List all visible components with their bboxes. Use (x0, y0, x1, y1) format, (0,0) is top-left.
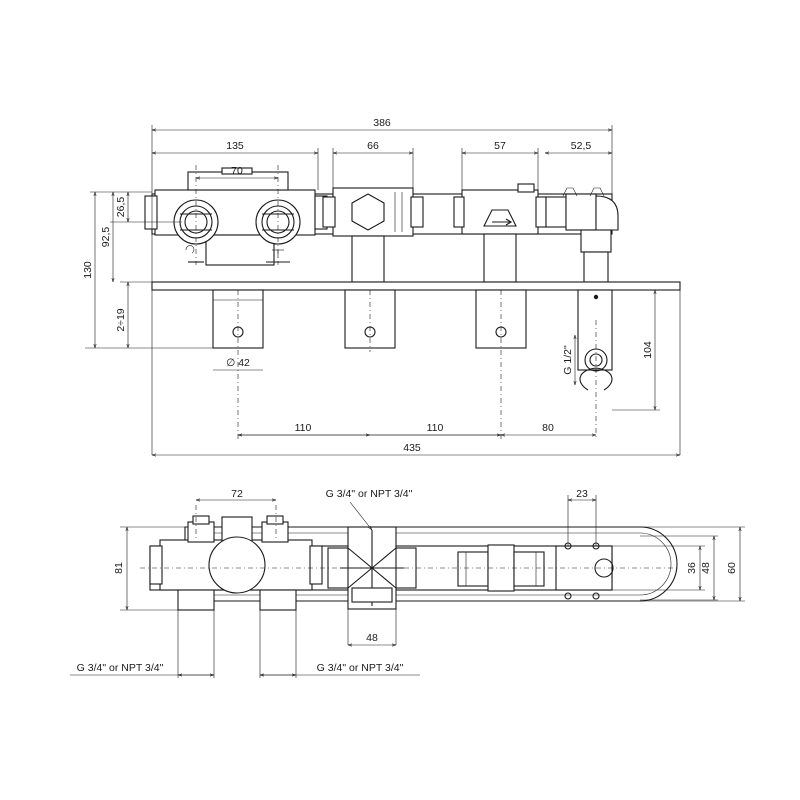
top-view: 72 G 3/4" or NPT 3/4" 23 81 36 48 60 48 … (70, 488, 745, 678)
dim-left-body: 135 (226, 140, 244, 152)
dim-height-36: 36 (686, 562, 698, 574)
dim-spacing-2: 110 (427, 422, 444, 434)
dim-height-130: 130 (82, 261, 94, 279)
mixer-body-left (144, 167, 328, 266)
dim-cross-width: 48 (366, 632, 378, 644)
dim-connection-label: G 1/2" (562, 345, 574, 375)
valve-body (453, 183, 547, 283)
dim-knob-diameter: ∅ 42 (226, 357, 250, 369)
dim-height-60: 60 (726, 562, 738, 574)
dim-spacing-3: 80 (542, 422, 554, 434)
dim-valve-body: 57 (494, 140, 506, 152)
dim-slot-width: 23 (576, 488, 588, 500)
top-mixer-body (149, 515, 323, 611)
dim-overall-bottom: 435 (403, 442, 421, 454)
top-holder (555, 542, 614, 600)
dim-inlet-right: G 3/4" or NPT 3/4" (317, 662, 404, 674)
front-view: 386 135 70 66 57 52,5 26,5 92,5 130 2÷19… (82, 117, 681, 455)
dim-height-48-right: 48 (700, 562, 712, 574)
dim-inlet-spacing: 72 (231, 488, 243, 500)
dim-spacing-1: 110 (295, 422, 312, 434)
top-valve (457, 544, 545, 592)
dim-diverter-body: 66 (367, 140, 379, 152)
dim-height-81: 81 (113, 562, 125, 574)
dim-depth-range: 2÷19 (115, 308, 127, 331)
elbow-connector (545, 187, 619, 283)
wall-plate (151, 281, 681, 291)
dim-overall-top: 386 (373, 117, 391, 129)
dim-height-26: 26,5 (115, 197, 127, 218)
diverter-body (322, 187, 424, 283)
dim-inlet-left: G 3/4" or NPT 3/4" (77, 662, 164, 674)
dim-outlet-spacing: 70 (231, 165, 243, 177)
dim-plate-height: 104 (642, 341, 654, 359)
dim-elbow-body: 52,5 (571, 140, 592, 152)
knob-2 (344, 289, 396, 349)
dim-top-connection: G 3/4" or NPT 3/4" (326, 488, 413, 500)
dim-height-92: 92,5 (100, 227, 112, 248)
